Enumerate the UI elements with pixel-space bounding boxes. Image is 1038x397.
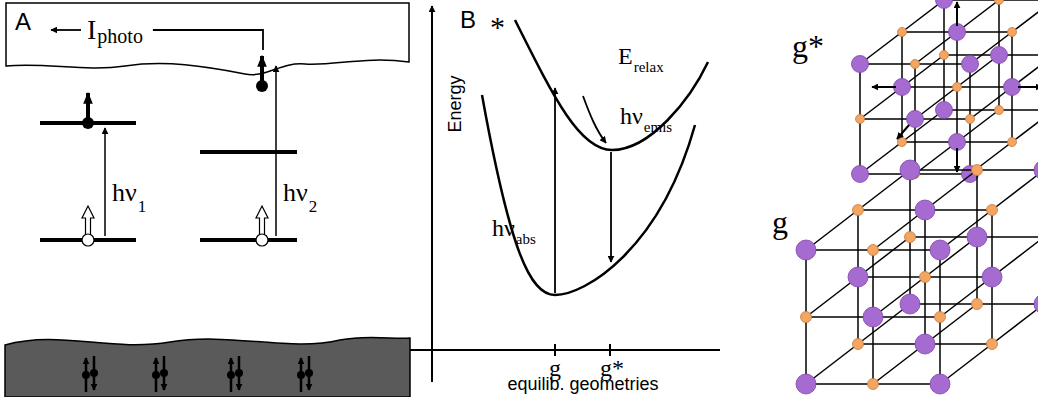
electron: [227, 371, 235, 379]
subscript: 2: [309, 198, 318, 215]
current-symbol: I: [87, 16, 96, 44]
anion-atom: [982, 267, 1002, 287]
current-path: [153, 30, 263, 50]
displacement-arrow: [956, 2, 958, 26]
cation-atom: [905, 232, 916, 243]
lattice-bond: [977, 303, 1038, 305]
anion-atom: [1034, 294, 1038, 314]
cation-atom: [868, 379, 879, 390]
lattice-label: g*: [792, 30, 824, 62]
anion-atom: [852, 166, 869, 183]
cation-atom: [935, 312, 946, 323]
lattice-bond: [992, 170, 1038, 210]
lattice-bond: [999, 109, 1038, 111]
photon-energy: hν: [620, 104, 643, 128]
relaxation-energy: E: [618, 44, 633, 68]
subscript: relax: [634, 60, 664, 75]
cation-atom: [966, 115, 975, 124]
cation-atom: [953, 83, 962, 92]
anion-atom: [949, 134, 966, 151]
lattice-bond: [977, 169, 1038, 171]
lattice-bond: [1012, 0, 1038, 32]
axis-title: Energy: [446, 75, 464, 132]
current-arrow: [51, 29, 81, 31]
anion-atom: [930, 240, 950, 260]
cation-atom: [856, 115, 865, 124]
lattice-bond: [1012, 110, 1038, 142]
cation-atom: [940, 51, 949, 60]
anion-atom: [894, 79, 911, 96]
electron: [305, 369, 313, 377]
excited-state-mark: *: [490, 12, 505, 42]
hole: [82, 234, 94, 246]
cation-atom: [898, 28, 907, 37]
cation-atom: [868, 245, 879, 256]
cation-atom: [920, 272, 931, 283]
anion-atom: [967, 227, 987, 247]
lattice-label: g: [772, 206, 788, 238]
anion-atom: [936, 102, 953, 119]
displacement-arrow: [897, 125, 909, 139]
conduction-band: A Iphoto: [5, 2, 411, 88]
cation-atom: [1008, 28, 1017, 37]
cation-atom: [987, 205, 998, 216]
cation-atom: [853, 339, 864, 350]
anion-atom: [915, 334, 935, 354]
cation-atom: [987, 339, 998, 350]
anion-atom: [949, 24, 966, 41]
displacement-arrow: [1018, 86, 1038, 88]
electron: [235, 369, 243, 377]
electron: [160, 369, 168, 377]
displacement-arrow: [872, 86, 896, 88]
anion-atom: [900, 160, 920, 180]
spin-arrow: [260, 56, 264, 86]
cation-atom: [972, 299, 983, 310]
photon-energy: hν: [112, 180, 137, 206]
cation-atom: [972, 165, 983, 176]
axis-title: equilib. geometries: [507, 375, 658, 393]
anion-atom: [852, 56, 869, 73]
anion-atom: [930, 374, 950, 394]
lattice-bond: [999, 0, 1038, 1]
displacement-arrow: [956, 148, 958, 172]
cation-atom: [853, 205, 864, 216]
anion-atom: [907, 111, 924, 128]
cation-atom: [911, 60, 920, 69]
subscript: 1: [138, 198, 147, 215]
cation-atom: [995, 0, 1004, 5]
band-outline: [5, 2, 411, 88]
electron: [152, 371, 160, 379]
anion-atom: [936, 0, 953, 9]
anion-atom: [1004, 79, 1021, 96]
cation-atom: [801, 312, 812, 323]
anion-atom: [900, 294, 920, 314]
anion-atom: [796, 374, 816, 394]
current-subscript: photo: [97, 26, 143, 46]
cation-atom: [995, 106, 1004, 115]
spin-arrow: [86, 93, 90, 123]
hole: [256, 234, 268, 246]
lattice-bond: [992, 304, 1038, 344]
panel-letter: A: [15, 10, 31, 34]
photon-energy: hν: [283, 180, 308, 206]
panel-letter: B: [460, 8, 476, 32]
photon-energy: hν: [492, 216, 515, 240]
anion-atom: [796, 240, 816, 260]
anion-atom: [991, 47, 1008, 64]
subscript: emis: [644, 120, 672, 135]
anion-atom: [848, 267, 868, 287]
electron: [82, 371, 90, 379]
subscript: abs: [516, 232, 536, 247]
anion-atom: [1034, 160, 1038, 180]
electron: [90, 369, 98, 377]
anion-atom: [863, 307, 883, 327]
anion-atom: [915, 200, 935, 220]
cation-atom: [898, 138, 907, 147]
electron: [297, 371, 305, 379]
anion-atom: [962, 56, 979, 73]
cation-atom: [1008, 138, 1017, 147]
